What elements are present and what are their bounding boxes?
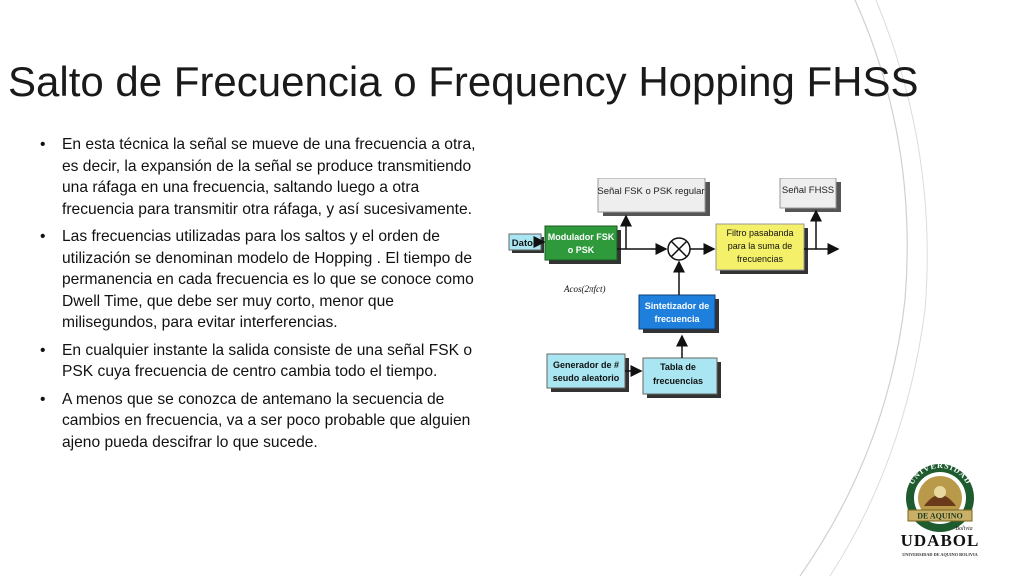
fhss-block-diagram: Señal FSK o PSK regular Señal FHSS Datos… [508, 178, 841, 398]
signal-arrows [533, 209, 840, 377]
bullet-text: En cualquier instante la salida consiste… [62, 341, 473, 381]
bullet-text: Las frecuencias utilizadas para los salt… [62, 228, 474, 331]
bullet-marker: • [40, 136, 46, 153]
bullet-item: • En cualquier instante la salida consist… [38, 340, 486, 383]
logo-name: UDABOL [901, 531, 980, 550]
filtro-text-3: frecuencias [737, 254, 784, 264]
label-fhss: Señal FHSS [779, 178, 841, 212]
logo-subtitle: UNIVERSIDAD DE AQUINO BOLIVIA [902, 552, 978, 557]
logo-ribbon-text: DE AQUINO [917, 512, 963, 521]
bullet-text: En esta técnica la señal se mueve de una… [62, 136, 476, 218]
logo-region: Bolivia [955, 526, 972, 532]
bullet-list: • En esta técnica la señal se mueve de un… [38, 134, 486, 459]
label-fsk-psk-regular: Señal FSK o PSK regular [597, 178, 710, 216]
sintetizador-box: Sintetizador de frecuencia [638, 294, 719, 333]
bullet-text: A menos que se conozca de antemano la se… [62, 390, 471, 451]
carrier-label: Acos(2πfct) [563, 284, 606, 294]
bullet-marker: • [40, 390, 46, 408]
bullet-item: • Las frecuencias utilizadas para los sal… [38, 226, 486, 334]
generador-text-1: Generador de # [553, 360, 619, 370]
modulador-text-2: o PSK [568, 245, 595, 255]
tabla-text-1: Tabla de [660, 362, 696, 372]
mixer-symbol [667, 237, 691, 261]
filtro-text-1: Filtro pasabanda [726, 228, 793, 238]
label-fhss-text: Señal FHSS [782, 185, 834, 196]
filtro-box: Filtro pasabanda para la suma de frecuen… [715, 223, 808, 274]
tabla-text-2: frecuencias [653, 376, 703, 386]
sintetizador-text-2: frecuencia [654, 314, 700, 324]
carrier-text: Acos(2πfct) [563, 284, 606, 294]
bullet-item: • En esta técnica la señal se mueve de un… [38, 134, 486, 220]
label-fsk-psk-text: Señal FSK o PSK regular [597, 186, 704, 197]
bullet-item: • A menos que se conozca de antemano la s… [38, 389, 486, 454]
modulador-text-1: Modulador FSK [548, 232, 615, 242]
datos-text: Datos [512, 238, 538, 249]
modulador-box: Modulador FSK o PSK [544, 225, 621, 264]
bullet-marker: • [40, 228, 46, 245]
bullet-marker: • [40, 341, 46, 359]
udabol-logo: UNIVERSIDAD DE AQUINO Bolivia UDABOL UNI… [901, 461, 980, 557]
slide-title: Salto de Frecuencia o Frequency Hopping … [8, 58, 919, 105]
generador-box: Generador de # seudo aleatorio [546, 353, 629, 392]
filtro-text-2: para la suma de [728, 241, 793, 251]
datos-box: Datos [508, 233, 544, 253]
generador-text-2: seudo aleatorio [553, 373, 620, 383]
tabla-box: Tabla de frecuencias [642, 357, 721, 398]
sintetizador-text-1: Sintetizador de [645, 301, 710, 311]
